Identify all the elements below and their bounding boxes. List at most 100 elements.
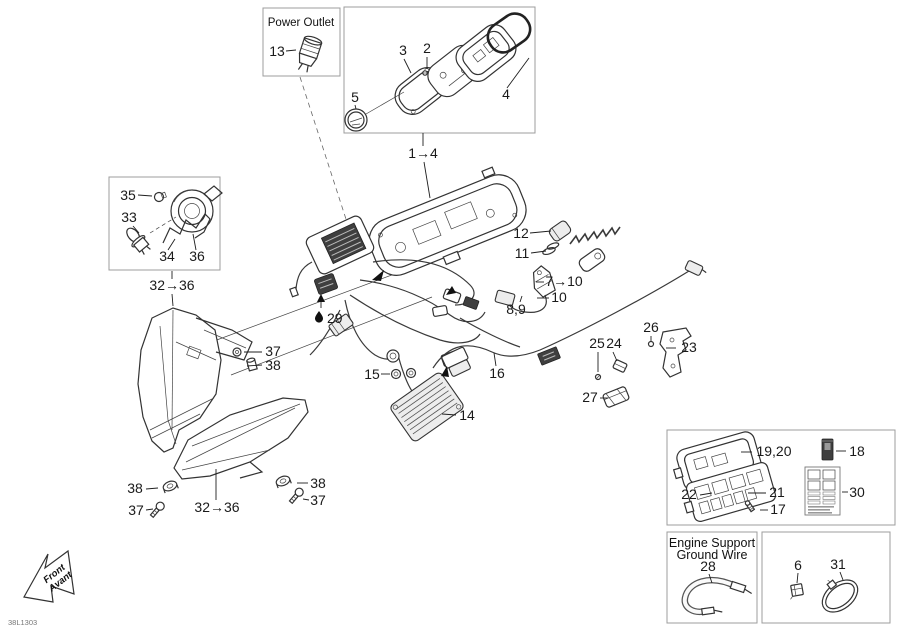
bracket-23: [659, 327, 692, 378]
headlight-lens: [173, 397, 309, 480]
callout-2: 2: [423, 40, 431, 56]
gauge-cluster-box: [343, 6, 536, 134]
regulator-nuts: [390, 367, 417, 380]
callout-14: 14: [459, 407, 475, 423]
callout-18: 18: [849, 443, 865, 459]
tether-coil: [569, 226, 621, 245]
ground-wire-drawing: [681, 576, 752, 616]
headlight-bulb-drawing: [126, 227, 151, 255]
inset-boxes: [108, 6, 896, 624]
callout-21: 21: [769, 484, 785, 500]
callout-38-br: 38: [310, 475, 326, 491]
tether-key-head: [548, 220, 572, 242]
harness-connector-b: [462, 296, 480, 310]
support-brackets: [594, 327, 692, 408]
screw-25: [594, 373, 602, 381]
fuse-box-group: [672, 431, 841, 522]
voltage-regulator: [390, 346, 471, 442]
callout-7-10: 7→10: [545, 273, 583, 289]
callout-19-20: 19,20: [756, 443, 791, 459]
bulb-socket-drawing: [153, 191, 167, 203]
support-27: [602, 386, 630, 408]
nut-38-br: [275, 475, 292, 489]
dess-connector: [494, 289, 516, 307]
callout-30: 30: [849, 484, 865, 500]
direction-arrow-icon: [372, 270, 384, 281]
power-outlet-title: Power Outlet: [268, 17, 335, 29]
callout-15: 15: [364, 366, 380, 382]
engine-support-title-line2: Ground Wire: [677, 548, 748, 562]
nut-38-bl: [162, 480, 179, 494]
up-arrow-icon: [317, 294, 325, 302]
lubricant-droplet-icon: [315, 311, 323, 323]
document-code: 38L1303: [8, 618, 37, 627]
fuse-box-screw-drawing: [744, 500, 756, 513]
harness-main-connector: [305, 215, 375, 275]
fuse-box-inset: [666, 429, 896, 526]
engine-support-box: [666, 531, 758, 624]
callout-17: 17: [770, 501, 786, 517]
callout-33: 33: [121, 209, 137, 225]
headlight-bulb-kit: [126, 185, 223, 255]
callout-26: 26: [643, 319, 659, 335]
callout-22: 22: [681, 486, 697, 502]
callout-35: 35: [120, 187, 136, 203]
callout-32-36: 32→36: [149, 277, 194, 293]
callout-13: 13: [269, 43, 285, 59]
gauge-cluster-exploded: [344, 12, 532, 132]
callout-36: 36: [189, 248, 205, 264]
harness-end-connector: [289, 286, 299, 298]
regulator-connectors: [441, 346, 471, 377]
dess-assembly: [494, 220, 621, 313]
callout-1-4: 1→4: [408, 145, 438, 161]
callout-24: 24: [606, 335, 622, 351]
small-fasteners: [149, 347, 304, 519]
callout-25: 25: [589, 335, 605, 351]
nut-38-mid: [246, 357, 258, 372]
callout-5: 5: [351, 89, 359, 105]
clip-24: [612, 359, 628, 373]
gauge-gasket-drawing: [486, 12, 532, 54]
harness-connector-c: [432, 305, 448, 317]
callout-12: 12: [513, 225, 529, 241]
callout-38-mid: 38: [265, 357, 281, 373]
fuse-drawing: [821, 438, 834, 461]
screw-26: [647, 340, 655, 348]
callout-37-mid: 37: [265, 343, 281, 359]
callout-8-9: 8,9: [506, 301, 526, 317]
retaining-clip-drawing: [790, 583, 804, 600]
bulb-kit-box: [108, 176, 221, 271]
fuse-decal-drawing: [804, 466, 841, 516]
harness-connector-d: [328, 313, 354, 337]
loop-clamp-drawing: [821, 579, 859, 613]
instrument-cluster-rear: [368, 166, 527, 276]
fastener-box: [761, 531, 891, 624]
fastener-drawings: [790, 579, 859, 613]
front-direction-arrow: Front Avant: [23, 549, 75, 603]
callouts: 13 3 2 5 4 1→4 35 33 34 36 32→36 29 12 1…: [120, 40, 865, 584]
callout-3: 3: [399, 42, 407, 58]
callout-23: 23: [681, 339, 697, 355]
screw-37-br: [288, 487, 304, 505]
callout-31: 31: [830, 556, 846, 572]
direction-arrow-icon: [441, 366, 449, 377]
screw-37-mid: [232, 347, 242, 357]
callout-27: 27: [582, 389, 598, 405]
callout-37-br: 37: [310, 492, 326, 508]
direction-arrow-icon: [446, 286, 456, 295]
engine-support-title-line1: Engine Support: [669, 536, 756, 550]
power-outlet-drawing: [297, 35, 323, 73]
callout-34: 34: [159, 248, 175, 264]
callout-10: 10: [551, 289, 567, 305]
headlight-housing: [137, 307, 253, 453]
callout-28: 28: [700, 558, 716, 574]
callout-29: 29: [327, 310, 343, 326]
callout-16: 16: [489, 365, 505, 381]
power-outlet-box: [262, 7, 341, 77]
callout-37-bl: 37: [128, 502, 144, 518]
tether-grip: [578, 248, 606, 272]
dess-post-boot: [532, 265, 556, 298]
washer-11: [542, 242, 560, 256]
